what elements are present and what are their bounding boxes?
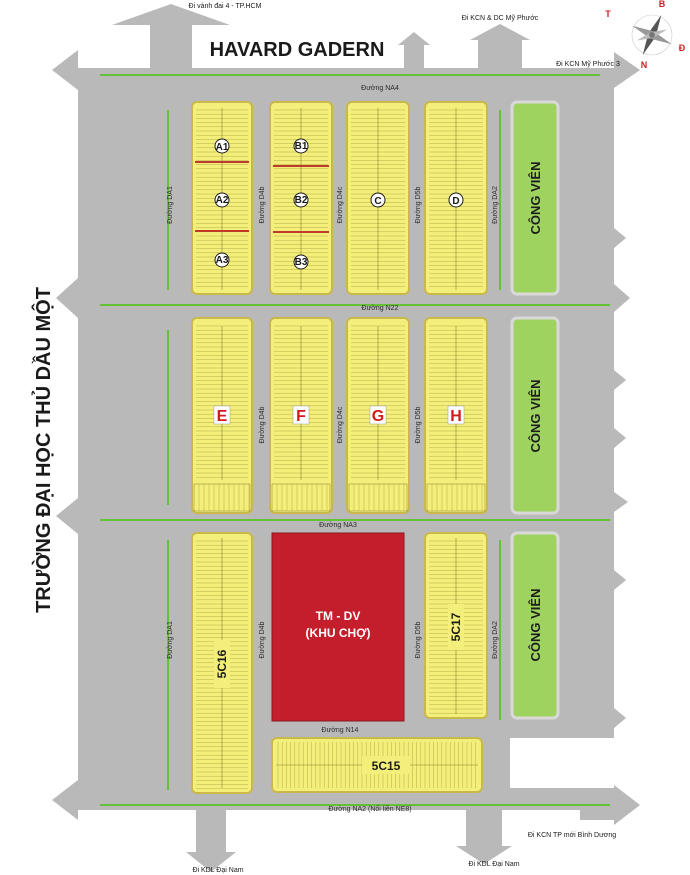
road-label-d5b-top: Đường D5b [415, 186, 422, 223]
arrow-right-1 [614, 52, 640, 88]
lot-divider [426, 483, 486, 512]
block-label-e: E [217, 408, 228, 425]
direction-label-top-left: Đi vành đai 4 - TP.HCM [189, 3, 262, 10]
direction-label-top-right: Đi KCN & DC Mỹ Phước [462, 15, 539, 22]
white-notch-bottom-right [510, 738, 614, 788]
arrow-right-7 [614, 570, 626, 590]
park-2: CÔNG VIÊN [510, 316, 560, 515]
block-c: C [346, 101, 410, 295]
university-label: TRƯỜNG ĐẠI HỌC THỦ DẦU MỘT [31, 287, 55, 613]
road-stub-top-right [478, 40, 522, 70]
road-label-d5b-bottom: Đường D5b [415, 621, 422, 658]
block-b: B1 B2 B3 [269, 101, 333, 295]
road-label-d4b-mid: Đường D4b [259, 406, 266, 443]
market-label-line2: (KHU CHỢ) [306, 626, 371, 640]
compass-letter-n: N [641, 60, 648, 70]
park-label-1: CÔNG VIÊN [528, 162, 543, 235]
block-label-h: H [450, 408, 462, 425]
arrow-left-3 [56, 498, 78, 534]
compass-letter-d: Đ [679, 43, 686, 53]
road-label-na2: Đường NA2 (Nối liền NE8) [328, 804, 411, 813]
block-label-a2: A2 [216, 195, 229, 206]
park-label-2: CÔNG VIÊN [528, 380, 543, 453]
block-label-c: C [374, 196, 381, 207]
direction-label-bottom-right: Đi KDL Đại Nam [468, 861, 519, 868]
zone-label-5c17: 5C17 [449, 612, 463, 641]
zone-5c17: 5C17 [424, 532, 488, 719]
havard-garden-label: HAVARD GADERN [210, 39, 385, 61]
arrow-right-8 [614, 708, 626, 728]
road-label-na3: Đường NA3 [319, 522, 357, 529]
road-label-da2-bottom: Đường DA2 [492, 621, 499, 659]
park-1: CÔNG VIÊN [510, 100, 560, 296]
arrow-right-3 [614, 284, 630, 312]
direction-label-bottom-left: Đi KDL Đại Nam [192, 867, 243, 874]
arrow-left-2 [56, 278, 78, 318]
block-f: F [269, 317, 333, 514]
road-label-da1-top: Đường DA1 [167, 186, 174, 224]
zone-5c15: 5C15 [271, 737, 483, 793]
zone-label-5c15: 5C15 [372, 759, 401, 773]
arrow-bottom-left [186, 852, 236, 872]
arrow-left-1 [52, 50, 78, 90]
lot-divider [193, 483, 251, 512]
road-label-d5b-mid: Đường D5b [415, 406, 422, 443]
block-label-b3: B3 [295, 257, 308, 268]
block-label-g: G [372, 408, 384, 425]
arrow-top-left [112, 4, 230, 25]
road-label-n14: Đường N14 [322, 727, 359, 734]
road-stub-bottom-right [466, 808, 502, 848]
arrow-top-mid [398, 32, 430, 45]
block-label-a1: A1 [216, 142, 229, 153]
road-label-d4c-top: Đường D4c [337, 186, 344, 223]
park-label-3: CÔNG VIÊN [528, 589, 543, 662]
road-label-n22: Đường N22 [362, 305, 399, 312]
road-label-na4: Đường NA4 [361, 85, 399, 92]
compass-letter-b: B [659, 0, 666, 9]
block-label-f: F [296, 408, 306, 425]
arrow-right-5 [614, 428, 626, 448]
direction-label-right-top: Đi KCN Mỹ Phước 3 [556, 61, 620, 68]
arrow-right-4 [614, 370, 626, 390]
arrow-right-2 [614, 228, 626, 248]
road-stub-top-mid [404, 45, 424, 70]
block-a: A1 A2 A3 [191, 101, 253, 295]
block-label-a3: A3 [216, 255, 229, 266]
road-label-da2-top: Đường DA2 [492, 186, 499, 224]
median-lines [100, 74, 610, 806]
compass-icon: T B Đ N [605, 0, 686, 70]
road-stub-top-left [150, 25, 192, 70]
road-label-d4c-mid: Đường D4c [337, 406, 344, 443]
road-label-d4b-top: Đường D4b [259, 186, 266, 223]
zone-5c16: 5C16 [191, 532, 253, 794]
arrow-bottom-right [456, 846, 512, 864]
arrow-right-9 [614, 785, 640, 825]
road-stub-bottom-left [196, 808, 226, 854]
block-g: G [346, 317, 410, 514]
block-d: D [424, 101, 488, 295]
road-label-da1-bottom: Đường DA1 [167, 621, 174, 659]
lot-divider [271, 483, 331, 512]
direction-label-right-bottom: Đi KCN TP mới Bình Dương [528, 832, 616, 839]
arrow-top-right [470, 24, 530, 40]
block-label-b1: B1 [295, 141, 308, 152]
arrow-left-4 [52, 780, 78, 820]
market-label-line1: TM - DV [316, 609, 361, 623]
block-label-b2: B2 [295, 195, 308, 206]
arrow-right-6 [614, 492, 628, 512]
park-3: CÔNG VIÊN [510, 531, 560, 720]
compass-letter-t: T [605, 9, 611, 19]
road-label-d4b-bottom: Đường D4b [259, 621, 266, 658]
lot-divider [348, 483, 408, 512]
market-zone: TM - DV (KHU CHỢ) [271, 532, 405, 722]
zone-label-5c16: 5C16 [215, 649, 229, 678]
block-h: H [424, 317, 488, 514]
block-e: E [191, 317, 253, 514]
block-label-d: D [452, 196, 459, 207]
